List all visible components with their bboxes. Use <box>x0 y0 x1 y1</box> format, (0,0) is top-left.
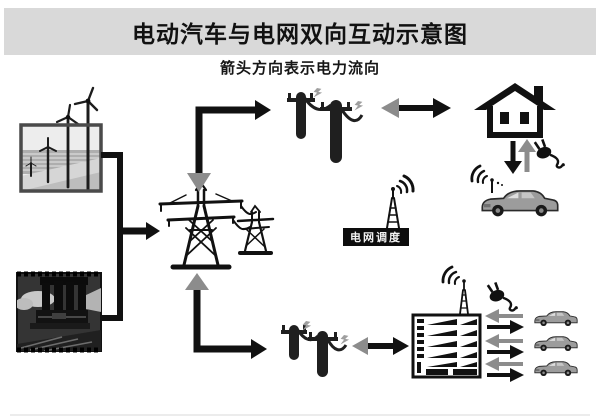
lightning-icon <box>312 87 323 100</box>
transmission-tower-small <box>232 204 275 255</box>
utility-poles-bottom <box>281 320 350 377</box>
source-to-grid-connector <box>101 152 160 321</box>
station-antenna <box>441 265 469 315</box>
arrowhead-black-down <box>504 161 522 174</box>
arrowhead-gray-left <box>381 98 399 118</box>
title-banner: 电动汽车与电网双向互动示意图 <box>4 8 596 55</box>
bottom-border <box>10 414 590 416</box>
arrowhead-black-right <box>393 337 409 355</box>
ev-car-with-antenna <box>470 164 559 218</box>
wireless-signal-icon <box>396 174 415 194</box>
poles-to-house-arrow <box>381 98 451 118</box>
plug-icon <box>533 138 565 169</box>
poles-to-station-arrow <box>352 337 409 355</box>
arrowhead-black-right <box>255 100 271 120</box>
wireless-signal-icon <box>441 265 460 285</box>
wireless-signal-icon <box>470 164 488 184</box>
house-icon <box>474 83 556 138</box>
arrowhead-gray-down <box>187 173 211 192</box>
arrowhead-gray-left <box>352 337 368 355</box>
ev-car-row <box>534 311 578 377</box>
house-to-car-arrows <box>504 139 536 174</box>
utility-poles-top <box>287 87 364 163</box>
lightning-icon <box>353 100 364 113</box>
arrowhead-gray-up <box>518 139 536 152</box>
plug-icon <box>486 281 518 312</box>
thermal-plant-photo <box>16 271 102 353</box>
grid-to-bottom-poles-arrow <box>185 273 267 359</box>
grid-dispatch-antenna <box>386 174 415 229</box>
arrowhead-black-right <box>433 98 451 118</box>
station-to-cars-arrows <box>485 309 524 382</box>
diagram-subtitle: 箭头方向表示电力流向 <box>219 60 380 77</box>
arrowhead-black-right <box>251 339 267 359</box>
grid-to-top-poles-arrow <box>187 100 271 192</box>
page-title: 电动汽车与电网双向互动示意图 <box>132 20 468 47</box>
wind-farm-photo <box>19 86 103 193</box>
transmission-tower-large <box>158 181 244 270</box>
arrowhead-gray-up <box>185 273 209 290</box>
charging-station-building <box>411 313 482 379</box>
arrowhead-black-right <box>146 222 160 240</box>
grid-dispatch-label: 电网调度 <box>343 228 409 246</box>
